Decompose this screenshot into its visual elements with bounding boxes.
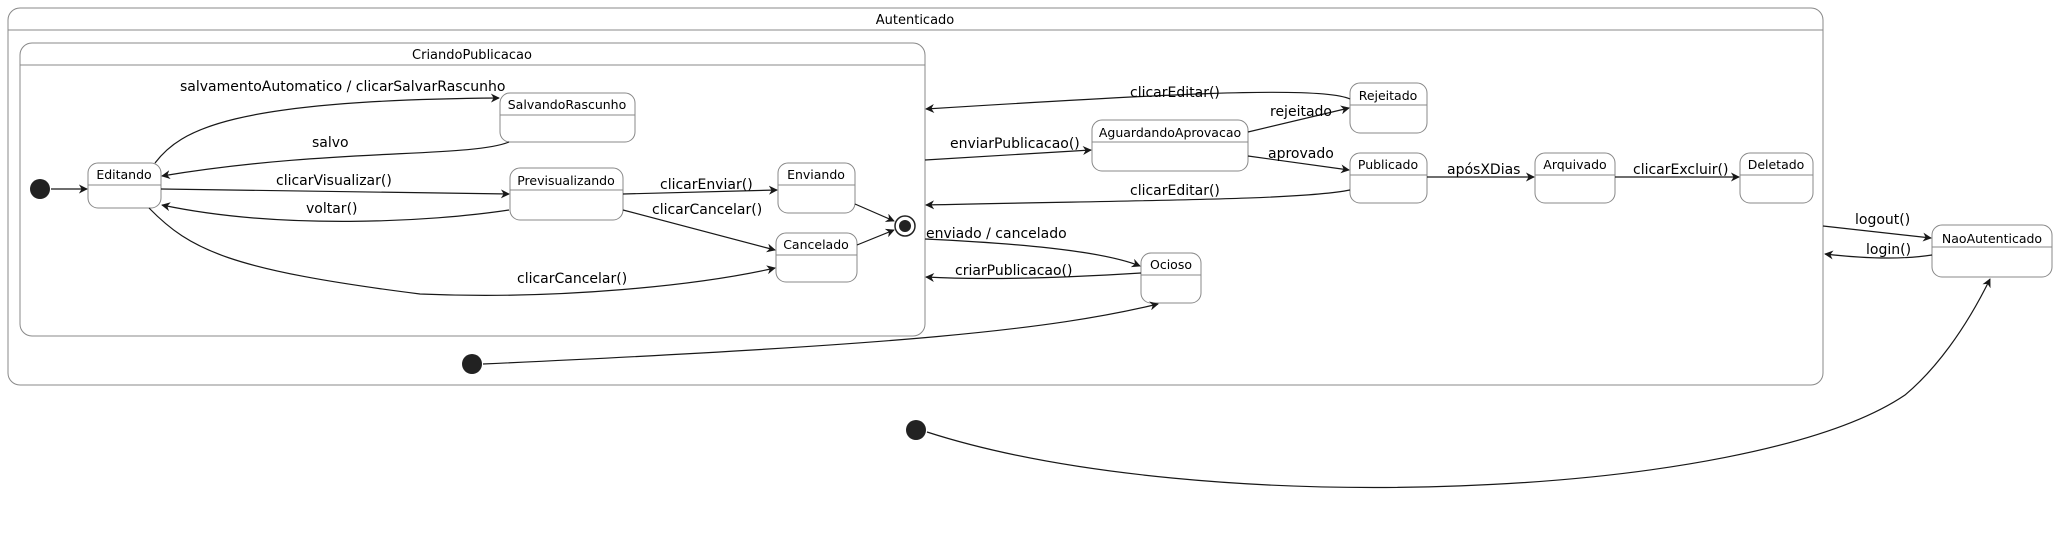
edge-editando-previsualizando: clicarVisualizar()	[160, 173, 510, 199]
edge-label-aprovado: aprovado	[1268, 146, 1334, 162]
state-cancelado: Cancelado	[775, 232, 858, 283]
state-editando: Editando	[87, 162, 162, 209]
state-publicado-label: Publicado	[1358, 157, 1418, 172]
state-deletado-label: Deletado	[1748, 157, 1805, 172]
edge-label-clicar-cancelar-edit: clicarCancelar()	[517, 271, 627, 287]
initial-state-criando	[30, 179, 50, 199]
edge-label-clicar-cancelar-prev: clicarCancelar()	[652, 202, 762, 218]
edge-label-rejeitado: rejeitado	[1270, 104, 1332, 120]
edge-criando-ocioso: enviado / cancelado	[924, 226, 1141, 268]
state-enviando-label: Enviando	[787, 167, 845, 182]
edge-label-salvo: salvo	[312, 135, 349, 151]
state-arquivado-label: Arquivado	[1543, 157, 1606, 172]
edge-previsualizando-cancelado: clicarCancelar()	[622, 202, 776, 253]
edge-initial-ocioso	[482, 301, 1159, 365]
state-previsualizando-label: Previsualizando	[517, 173, 615, 188]
state-editando-label: Editando	[96, 167, 151, 182]
edge-enviando-final	[854, 203, 895, 222]
edge-label-salvamento: salvamentoAutomatico / clicarSalvarRascu…	[180, 79, 505, 95]
state-arquivado: Arquivado	[1534, 152, 1616, 204]
edge-label-clicar-enviar: clicarEnviar()	[660, 177, 753, 193]
state-ocioso: Ocioso	[1140, 252, 1202, 304]
edge-aguardando-publicado: aprovado	[1247, 146, 1350, 174]
edge-criando-aguardando: enviarPublicacao()	[924, 136, 1092, 161]
state-ocioso-label: Ocioso	[1150, 257, 1192, 272]
composite-autenticado-title: Autenticado	[876, 13, 955, 28]
state-cancelado-label: Cancelado	[783, 237, 849, 252]
edge-label-enviado-cancelado: enviado / cancelado	[926, 226, 1067, 242]
state-nao-autenticado-label: NaoAutenticado	[1942, 231, 2042, 246]
edge-nao-autenticado-autenticado: login()	[1824, 242, 1933, 260]
edge-previsualizando-enviando: clicarEnviar()	[622, 177, 778, 195]
state-nao-autenticado: NaoAutenticado	[1931, 224, 2053, 278]
edge-arquivado-deletado: clicarExcluir()	[1615, 162, 1740, 182]
edge-label-apos-x-dias: apósXDias	[1447, 162, 1520, 178]
initial-state-root	[906, 420, 926, 440]
edge-cancelado-final	[856, 228, 895, 246]
edge-label-clicar-editar-rej: clicarEditar()	[1130, 85, 1220, 101]
state-salvando-rascunho: SalvandoRascunho	[499, 92, 636, 143]
edge-publicado-arquivado: apósXDias	[1427, 162, 1535, 182]
composite-criando-publicacao-title: CriandoPublicacao	[412, 48, 532, 63]
edge-label-criar-publicacao: criarPublicacao()	[955, 263, 1072, 279]
state-deletado: Deletado	[1739, 152, 1814, 204]
edge-label-enviar-publicacao: enviarPublicacao()	[950, 136, 1080, 152]
edge-label-logout: logout()	[1855, 212, 1910, 228]
edge-previsualizando-editando: voltar()	[161, 201, 510, 222]
state-previsualizando: Previsualizando	[509, 167, 624, 221]
edge-salvando-editando: salvo	[161, 135, 510, 180]
edge-editando-salvando: salvamentoAutomatico / clicarSalvarRascu…	[154, 79, 505, 164]
edge-rejeitado-criando: clicarEditar()	[925, 85, 1351, 113]
state-publicado: Publicado	[1349, 152, 1428, 204]
edge-label-clicar-visualizar: clicarVisualizar()	[276, 173, 392, 189]
edge-autenticado-nao-autenticado: logout()	[1822, 212, 1932, 242]
state-salvando-rascunho-label: SalvandoRascunho	[508, 97, 627, 112]
edge-label-voltar: voltar()	[306, 201, 358, 217]
state-aguardando-aprovacao: AguardandoAprovacao	[1091, 119, 1249, 172]
state-enviando: Enviando	[777, 162, 856, 214]
final-state-criando	[894, 215, 916, 237]
edge-ocioso-criando: criarPublicacao()	[925, 263, 1142, 282]
initial-state-autenticado	[462, 354, 482, 374]
edge-aguardando-rejeitado: rejeitado	[1247, 104, 1350, 133]
edge-publicado-criando: clicarEditar()	[925, 183, 1351, 210]
state-rejeitado: Rejeitado	[1349, 82, 1428, 134]
state-rejeitado-label: Rejeitado	[1359, 88, 1418, 103]
edge-initial-nao-autenticado	[926, 278, 1991, 489]
edge-editando-cancelado: clicarCancelar()	[148, 207, 776, 296]
state-aguardando-aprovacao-label: AguardandoAprovacao	[1099, 125, 1241, 140]
edge-label-login: login()	[1866, 242, 1911, 258]
edge-label-clicar-editar-pub: clicarEditar()	[1130, 183, 1220, 199]
edge-label-clicar-excluir: clicarExcluir()	[1633, 162, 1728, 178]
